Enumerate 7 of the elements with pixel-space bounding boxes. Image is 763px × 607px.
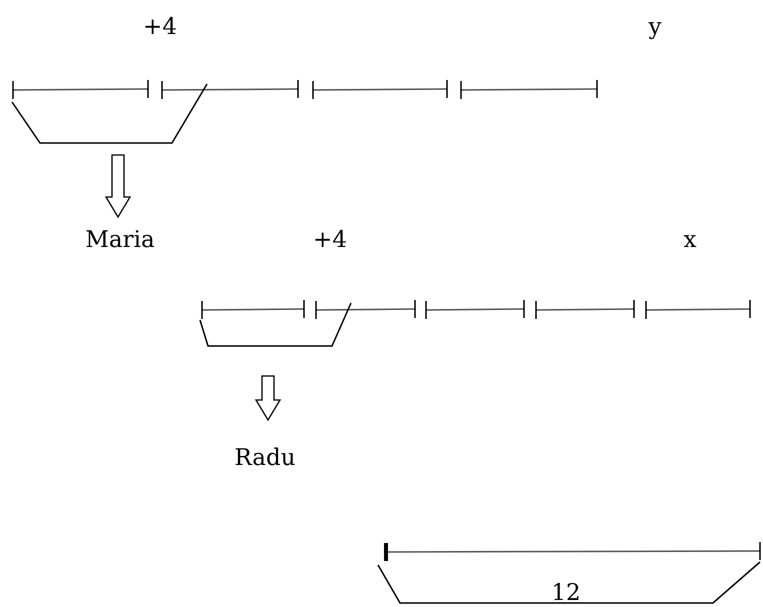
segment-label: +4 <box>313 227 347 253</box>
name-label: Radu <box>234 445 296 471</box>
variable-label: y <box>648 14 662 40</box>
segment-label: +4 <box>143 14 177 40</box>
total-label: 12 <box>551 580 581 606</box>
variable-label: x <box>684 227 696 253</box>
name-label: Maria <box>85 227 155 253</box>
